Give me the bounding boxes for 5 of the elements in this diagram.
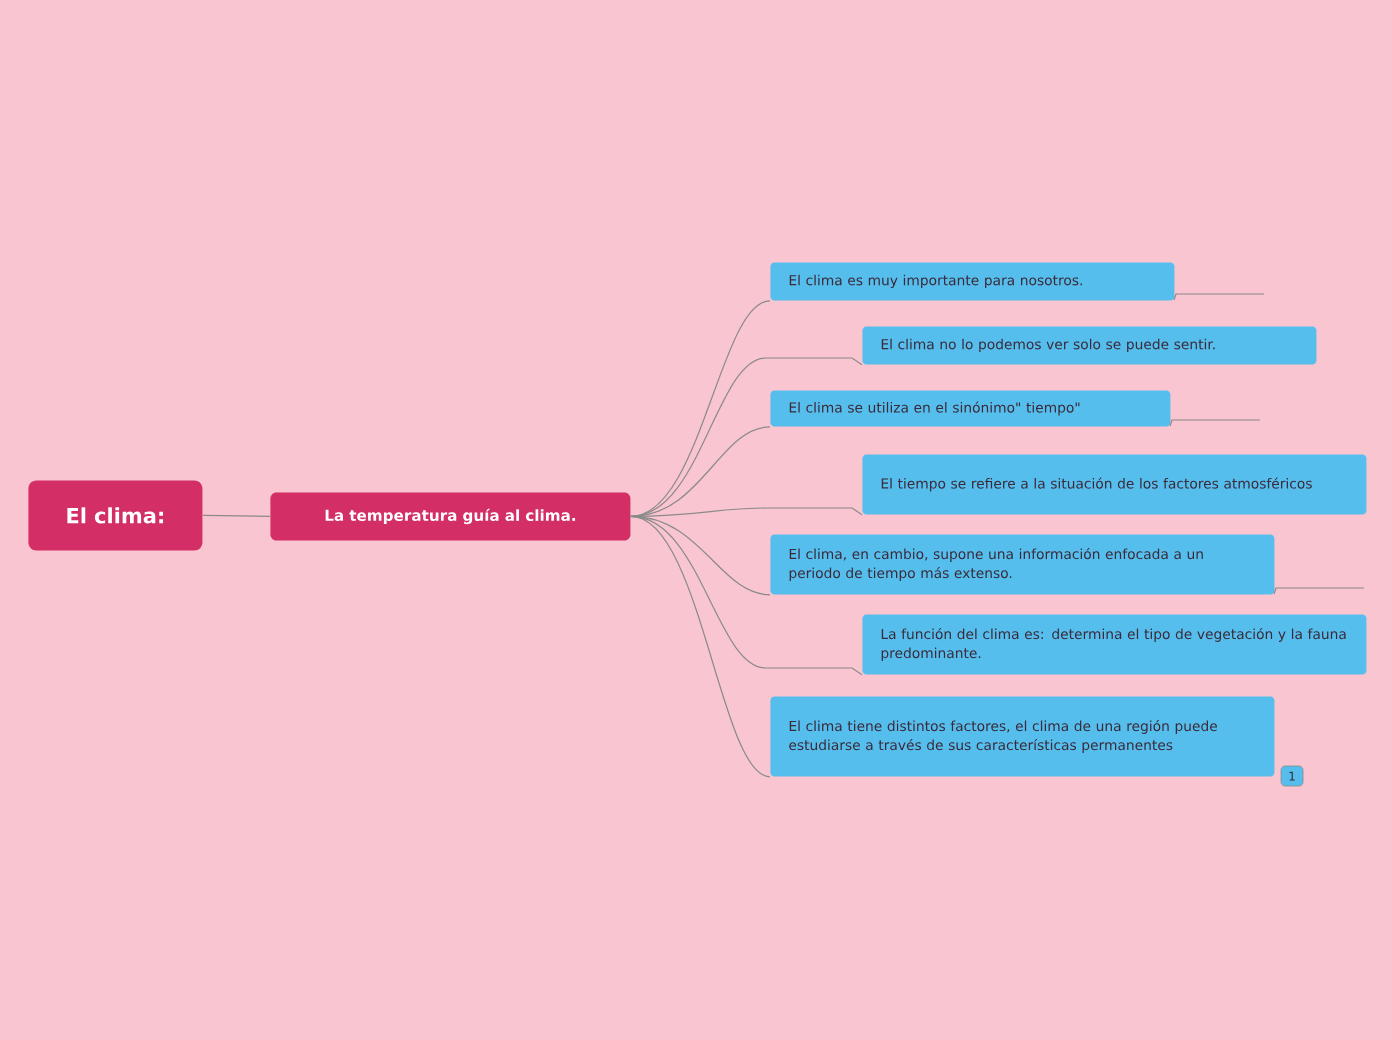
connector-line	[202, 514, 271, 517]
connector-line	[630, 426, 771, 517]
connector-line	[630, 357, 863, 517]
connector-line	[630, 515, 771, 778]
topic-box: El clima:	[28, 480, 203, 551]
